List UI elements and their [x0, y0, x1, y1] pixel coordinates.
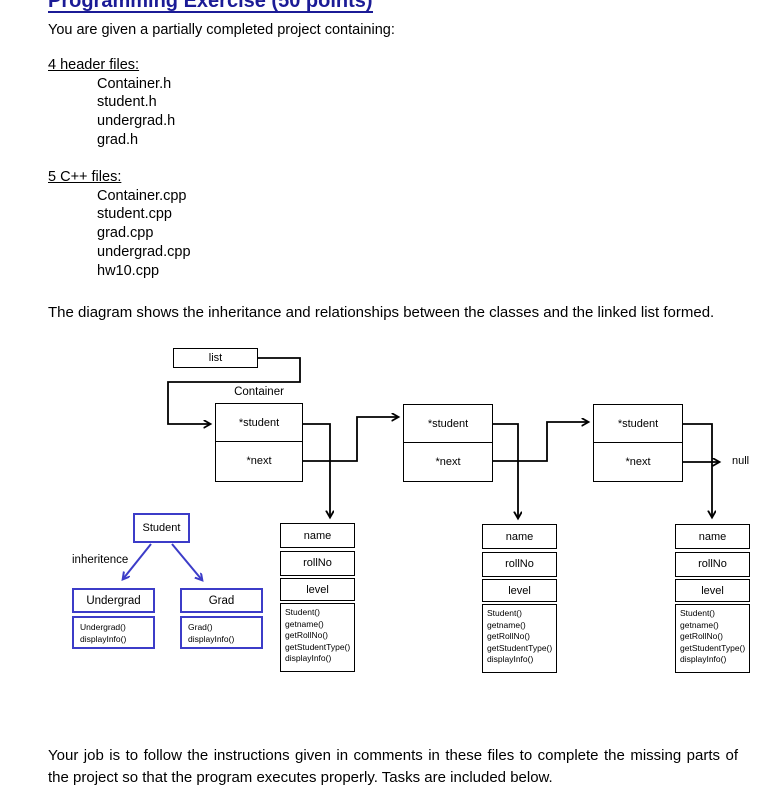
field-name: name [280, 523, 355, 548]
list-item: Container.cpp [97, 187, 187, 204]
connector-list-to-container [167, 357, 301, 424]
linked-node-3: *student *next [593, 404, 683, 482]
header-files-label: 4 header files: [48, 57, 140, 73]
field-name: name [675, 524, 750, 549]
list-item: Container.h [97, 75, 172, 92]
methods-list: Student() getname() getRollNo() getStude… [280, 603, 355, 672]
header-files-section: 4 header files: Container.h student.h un… [48, 56, 175, 150]
student-object-box-1: name rollNo level Student() getname() ge… [280, 523, 355, 672]
list-item: grad.cpp [97, 225, 154, 242]
undergrad-class-members: Undergrad() displayInfo() [72, 616, 155, 649]
cpp-files-section: 5 C++ files: Container.cpp student.cpp g… [48, 168, 191, 280]
field-rollno: rollNo [675, 551, 750, 577]
page-title: Programming Exercise (50 points) [48, 0, 373, 13]
field-level: level [280, 578, 355, 601]
list-item: student.cpp [97, 206, 172, 223]
undergrad-class-header: Undergrad [72, 588, 155, 613]
inheritance-label: inheritence [72, 554, 129, 566]
inheritance-arrow-undergrad [123, 543, 152, 579]
list-item: grad.h [97, 131, 139, 148]
footer-paragraph: Your job is to follow the instructions g… [48, 747, 738, 786]
grad-class-members: Grad() displayInfo() [180, 616, 263, 649]
linked-node-1: *student *next [215, 403, 303, 482]
pointer-arrow-student1-to-object1 [303, 423, 330, 517]
list-item: student.h [97, 94, 157, 111]
field-rollno: rollNo [280, 550, 355, 576]
field-level: level [675, 579, 750, 602]
list-item: undergrad.cpp [97, 243, 191, 260]
student-class-box: Student [133, 513, 190, 543]
student-object-box-3: name rollNo level Student() getname() ge… [675, 524, 750, 673]
diagram-connectors [0, 357, 769, 685]
pointer-arrow-student3-to-object3 [683, 423, 712, 517]
field-rollno: rollNo [482, 551, 557, 577]
list-item: undergrad.h [97, 113, 176, 130]
grad-class-header: Grad [180, 588, 263, 613]
diagram-caption: The diagram shows the inheritance and re… [48, 304, 715, 321]
list-pointer-box: list [173, 348, 258, 368]
node2-field-next: *next [435, 455, 461, 468]
list-item: hw10.cpp [97, 262, 160, 279]
pointer-arrow-student2-to-object2 [493, 423, 518, 518]
inheritance-arrow-grad [171, 543, 202, 580]
class-diagram: list Container *student *next *student *… [0, 340, 769, 685]
node1-field-student: *student [216, 404, 302, 442]
field-level: level [482, 579, 557, 602]
container-class-label: Container [234, 385, 284, 398]
intro-paragraph: You are given a partially completed proj… [48, 22, 395, 38]
node3-field-next: *next [625, 455, 651, 468]
pointer-arrow-next1-to-node2 [303, 417, 398, 462]
node1-field-next: *next [246, 454, 272, 467]
linked-node-2: *student *next [403, 404, 493, 482]
pointer-arrow-next2-to-node3 [493, 422, 588, 462]
node3-field-student: *student [594, 405, 682, 443]
methods-list: Student() getname() getRollNo() getStude… [675, 604, 750, 673]
field-name: name [482, 524, 557, 549]
null-label: null [732, 455, 750, 467]
student-object-box-2: name rollNo level Student() getname() ge… [482, 524, 557, 673]
cpp-files-label: 5 C++ files: [48, 169, 122, 185]
node2-field-student: *student [404, 405, 492, 443]
methods-list: Student() getname() getRollNo() getStude… [482, 604, 557, 673]
